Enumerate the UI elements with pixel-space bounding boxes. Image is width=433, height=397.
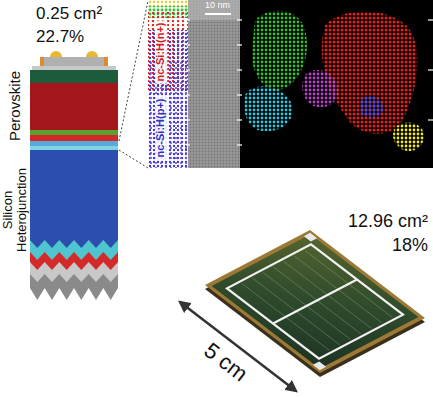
front-electrode — [40, 57, 108, 66]
illustration-part — [186, 69, 190, 70]
perovskite-layer — [30, 83, 118, 130]
grain — [322, 12, 418, 134]
rear-metal-layer — [30, 235, 118, 300]
metal-finger — [50, 51, 62, 57]
illustration-part — [188, 0, 240, 20]
grid-fingers — [242, 250, 392, 350]
illustration-part — [240, 0, 433, 168]
illustration-part — [186, 44, 190, 45]
edx-map-strip — [148, 0, 188, 168]
buffer-layer — [32, 66, 116, 70]
illustration-part — [237, 94, 242, 95]
doped-layer — [30, 135, 118, 141]
dimension-arrow — [180, 302, 296, 391]
edge-contact — [104, 57, 108, 66]
illustration-part — [186, 94, 190, 95]
illustration-part — [237, 119, 242, 120]
zoom-line — [119, 1, 148, 141]
tick-marks — [186, 20, 433, 145]
layer-stack — [30, 51, 118, 300]
illustration-part — [428, 19, 433, 20]
illustration-part — [237, 44, 242, 45]
grain — [393, 123, 424, 152]
illustration-part — [428, 69, 433, 70]
elemental-map — [240, 0, 433, 168]
illustration-part — [148, 60, 188, 168]
tem-image — [188, 0, 240, 168]
illustration-part — [237, 144, 242, 145]
rear-contact-layer — [30, 235, 118, 282]
cell-area: 12.96 cm² — [348, 212, 428, 231]
passivation-layer — [30, 146, 118, 150]
contact-pad — [304, 233, 317, 242]
silicon-wafer — [30, 150, 118, 248]
scale-bar — [205, 13, 231, 15]
grain — [360, 96, 383, 117]
edge-contact — [40, 57, 44, 66]
illustration-part — [237, 19, 242, 20]
zoom-line — [119, 150, 148, 168]
busbar-frame — [227, 244, 403, 358]
metal-finger — [86, 51, 98, 57]
contact-pad — [313, 362, 326, 371]
grain — [244, 86, 292, 131]
cell-area: 0.25 cm² — [36, 5, 102, 23]
illustration-part — [188, 0, 240, 168]
dimension-label: 5 cm — [200, 338, 252, 385]
layer-label: Silicon Heterojunction — [1, 155, 28, 265]
edx-label: nc-Si:H(p+) — [155, 97, 167, 160]
cell-edge — [205, 234, 425, 377]
edx-label: nc-Si:H(n+) — [155, 21, 167, 84]
illustration-part — [186, 119, 190, 120]
illustration-part — [186, 144, 190, 145]
scale-label: 10 nm — [205, 1, 230, 10]
grain — [302, 70, 338, 107]
recombination-layer — [30, 141, 118, 146]
illustration-part — [428, 119, 433, 120]
busbar — [273, 280, 357, 324]
illustration-part — [186, 19, 190, 20]
illustration-part — [188, 0, 240, 168]
illustration-part — [273, 267, 360, 334]
grain — [252, 11, 307, 90]
top-transport-layer — [30, 70, 118, 83]
efficiency-value: 22.7% — [36, 28, 84, 46]
illustration-part — [237, 69, 242, 70]
illustration-part — [148, 30, 188, 168]
layer-label: Perovskite — [7, 71, 23, 141]
illustration-part — [148, 0, 188, 168]
efficiency-value: 18% — [392, 236, 428, 255]
transport-layer — [30, 130, 118, 135]
